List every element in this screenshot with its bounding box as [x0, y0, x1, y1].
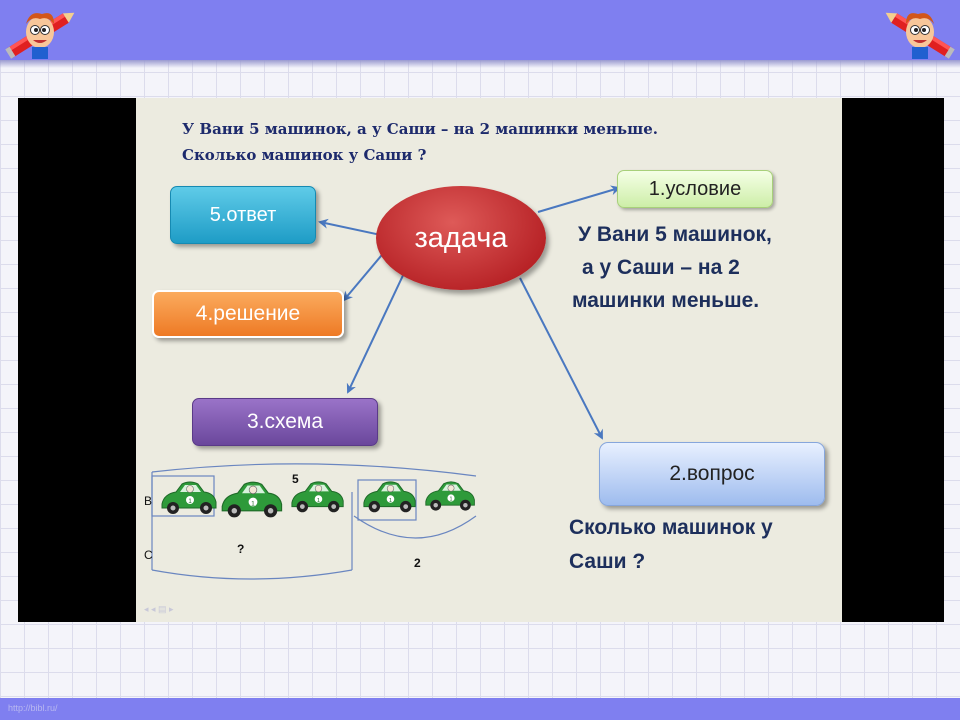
banner-shadow [0, 60, 960, 68]
svg-text:1: 1 [450, 497, 453, 503]
car-icon: 1 [425, 481, 475, 511]
difference-brace [353, 515, 477, 539]
unknown-label: ? [237, 542, 245, 556]
condition-box[interactable]: 1.условие [617, 170, 773, 208]
car-icon: 1 [291, 481, 344, 513]
footer-url: http://bibl.ru/ [8, 703, 58, 713]
slide-nav[interactable]: ◂ ◂ ▤ ▸ [144, 604, 174, 614]
question-line-1: Сколько машинок у [569, 516, 773, 539]
condition-line-3: машинки меньше. [572, 289, 760, 312]
pencil-boy-icon [5, 12, 75, 59]
difference-label: 2 [414, 556, 421, 570]
arrow-to-solution [342, 249, 387, 302]
count-label: 5 [292, 472, 299, 486]
task-label: задача [414, 221, 508, 254]
solution-box[interactable]: 4.решение [152, 290, 344, 338]
arrow-to-question [519, 277, 603, 440]
pencil-boy-icon [885, 12, 955, 59]
car-frame-2 [357, 479, 417, 521]
car-icon: 1 [221, 481, 283, 518]
top-banner [0, 0, 960, 60]
problem-line-1: У Вани 5 машинок, а у Саши – на 2 машинк… [182, 120, 659, 138]
sasha-brace [151, 569, 353, 580]
car-scheme: 1 1 1 1 1 [151, 463, 477, 580]
problem-line-2: Сколько машинок у Саши ? [182, 146, 427, 164]
car-icon: 1 [161, 481, 217, 514]
svg-text:1: 1 [317, 498, 320, 504]
question-box[interactable]: 2.вопрос [599, 442, 825, 506]
vanya-brace [151, 463, 477, 477]
question-line-2: Саши ? [569, 550, 646, 573]
row-label-vanya: В [144, 494, 153, 508]
task-ellipse[interactable]: задача [376, 186, 546, 290]
car-frame-1 [151, 475, 215, 517]
svg-text:1: 1 [188, 499, 192, 505]
bottom-banner [0, 698, 960, 720]
condition-line-2: а у Саши – на 2 [582, 256, 740, 279]
answer-box[interactable]: 5.ответ [170, 186, 316, 244]
svg-text:1: 1 [389, 498, 392, 504]
arrow-to-condition [537, 185, 621, 213]
scheme-box[interactable]: 3.схема [192, 398, 378, 446]
row-label-sasha: С [144, 548, 153, 562]
car-icon: 1 [363, 481, 416, 513]
condition-line-1: У Вани 5 машинок, [578, 223, 772, 246]
svg-text:1: 1 [251, 500, 255, 507]
